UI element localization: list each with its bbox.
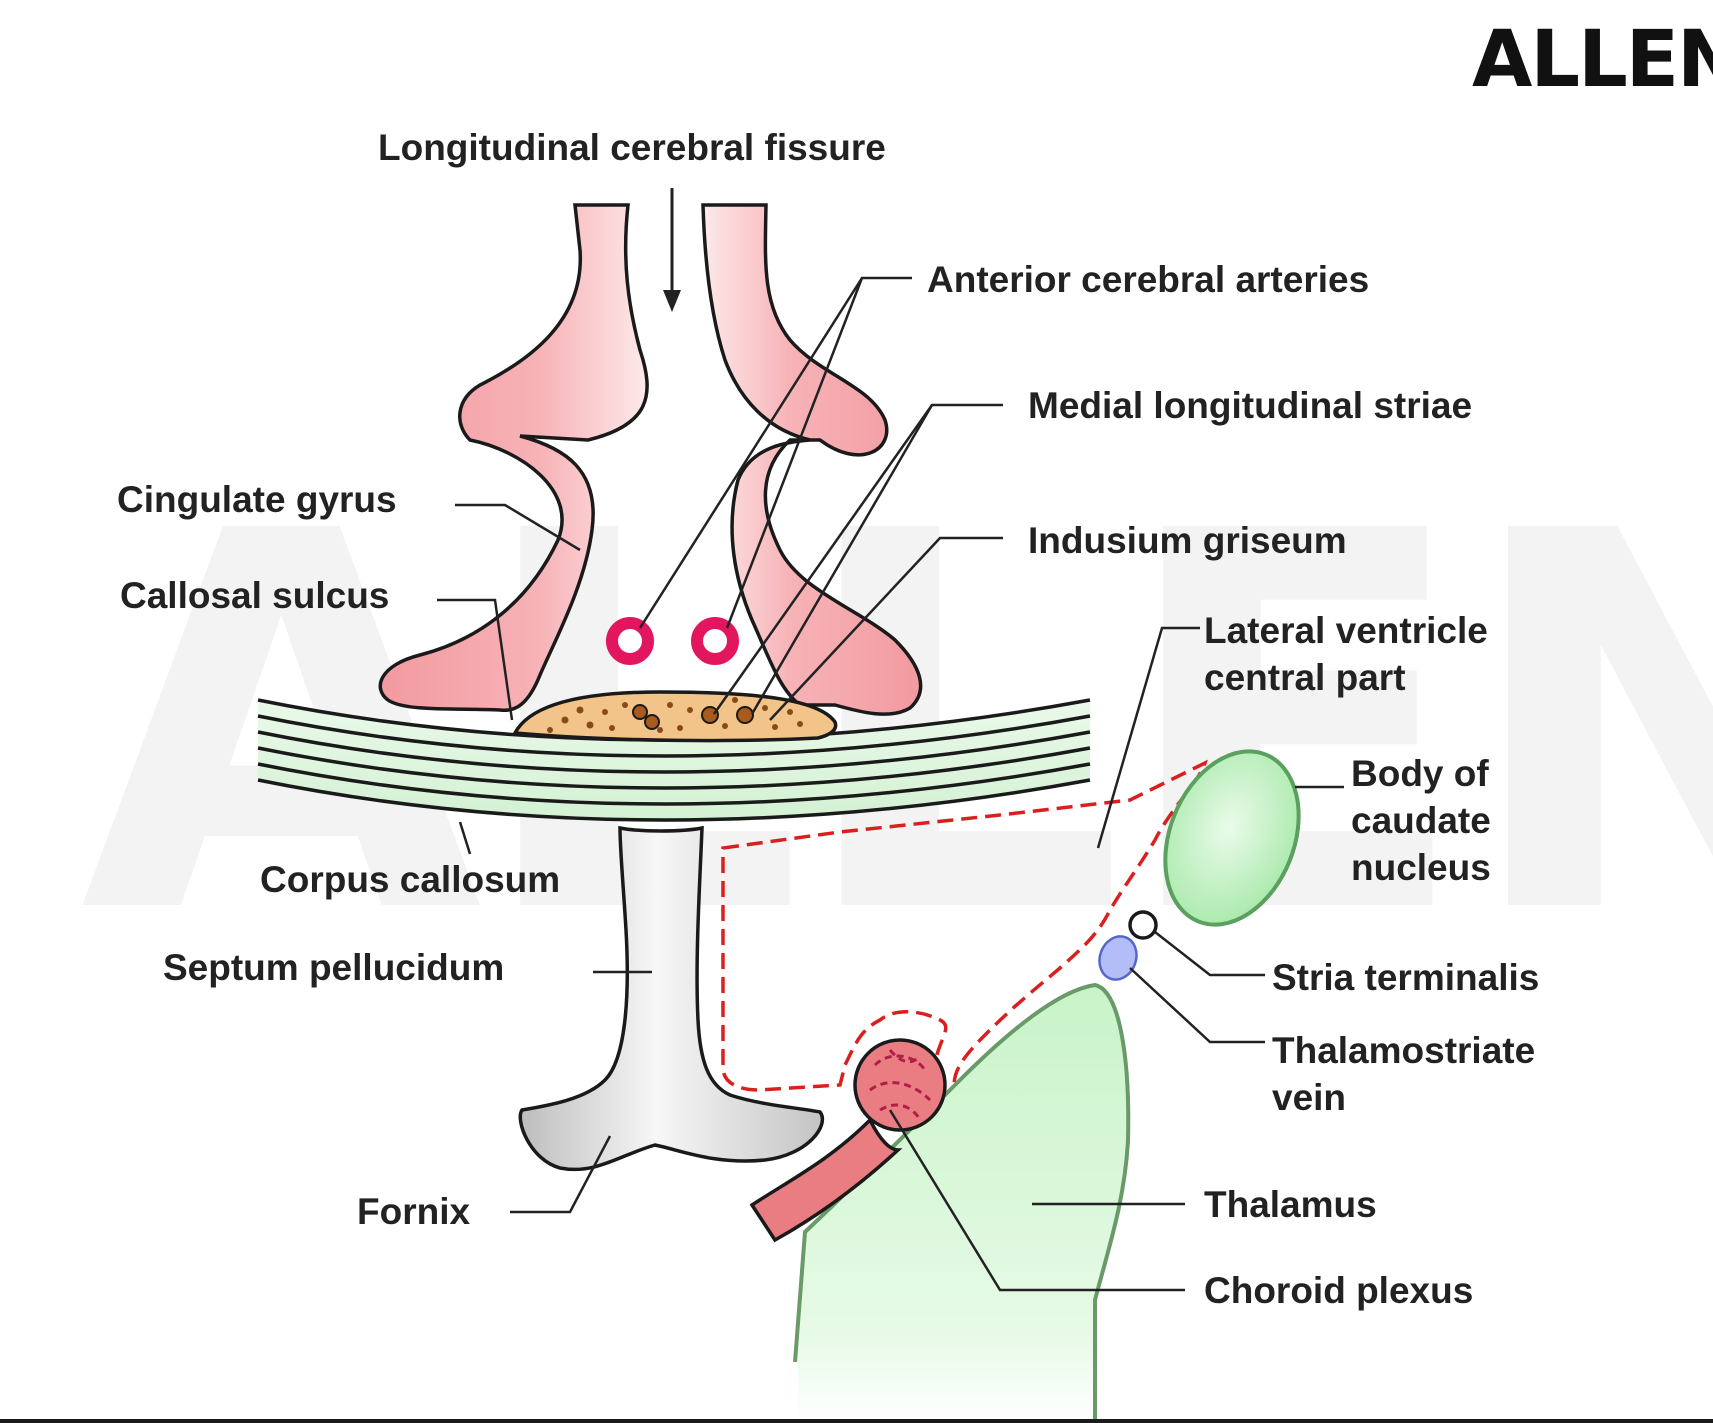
label-choroid-plexus: Choroid plexus [1204, 1270, 1473, 1311]
fissure-arrow [663, 188, 681, 312]
label-body-of-caudate-line1: Body of [1351, 753, 1489, 794]
left-cingulate-gyrus [378, 203, 649, 713]
label-fornix: Fornix [357, 1191, 470, 1232]
label-stria-terminalis: Stria terminalis [1272, 957, 1539, 998]
anterior-cerebral-arteries [606, 617, 739, 665]
thalamus [793, 982, 1131, 1423]
septum-pellucidum-and-fornix [518, 825, 824, 1172]
lateral-ventricle-outline [721, 759, 1208, 1109]
label-anterior-cerebral-arteries: Anterior cerebral arteries [927, 259, 1369, 300]
label-body-of-caudate-line2: caudate [1351, 800, 1491, 841]
body-of-caudate-nucleus [1163, 749, 1301, 927]
label-lateral-ventricle-line2: central part [1204, 657, 1406, 698]
stria-terminalis [1128, 910, 1158, 940]
thalamostriate-vein [1098, 935, 1138, 981]
label-medial-longitudinal-striae: Medial longitudinal striae [1028, 385, 1472, 426]
label-lateral-ventricle-line1: Lateral ventricle [1204, 610, 1488, 651]
right-cingulate-gyrus [701, 203, 923, 716]
bottom-border [0, 1419, 1713, 1423]
indusium-griseum [512, 690, 838, 743]
allen-logo: ALLEN [1472, 15, 1713, 105]
label-thalamus: Thalamus [1204, 1184, 1377, 1225]
label-corpus-callosum: Corpus callosum [260, 859, 560, 900]
label-indusium-griseum: Indusium griseum [1028, 520, 1347, 561]
label-callosal-sulcus: Callosal sulcus [120, 575, 389, 616]
label-body-of-caudate-line3: nucleus [1351, 847, 1491, 888]
indusium-dots [547, 697, 803, 733]
label-cingulate-gyrus: Cingulate gyrus [117, 479, 397, 520]
choroid-plexus [749, 1038, 947, 1243]
label-thalamostriate-line2: vein [1272, 1077, 1346, 1118]
leader-lines [437, 276, 1344, 1292]
label-thalamostriate-line1: Thalamostriate [1272, 1030, 1535, 1071]
medial-longitudinal-striae [632, 704, 754, 730]
label-septum-pellucidum: Septum pellucidum [163, 947, 504, 988]
label-longitudinal-cerebral-fissure: Longitudinal cerebral fissure [378, 127, 886, 168]
